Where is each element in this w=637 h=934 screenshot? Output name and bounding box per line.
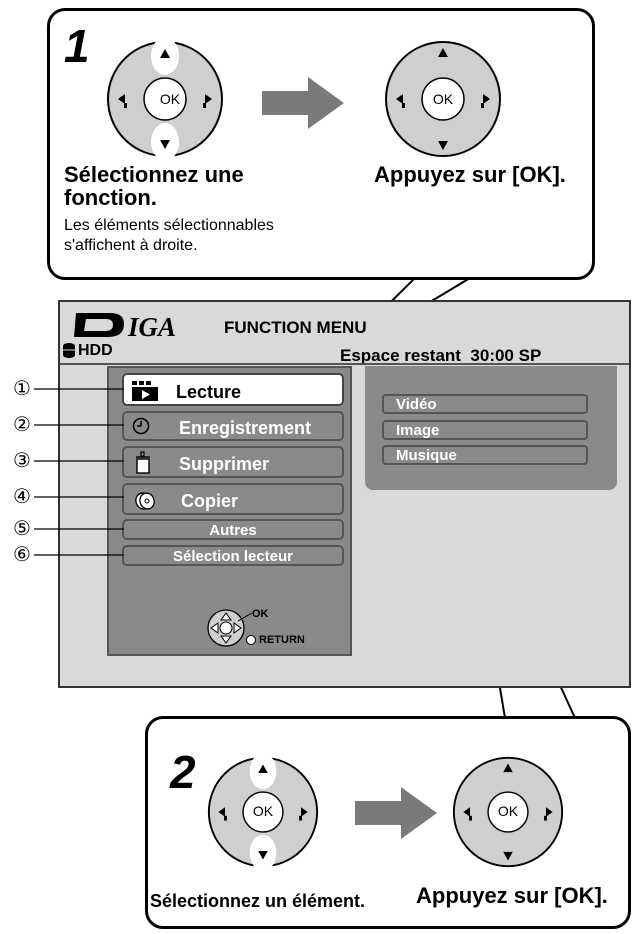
nav-ok-label: OK	[252, 608, 269, 620]
step1-press-ok: Appuyez sur [OK].	[374, 162, 566, 187]
dpad-ok-icon	[452, 756, 564, 868]
ok-label: OK	[252, 803, 274, 819]
remaining-label: Espace restant	[340, 346, 461, 365]
callout-number-5: ⑤	[11, 518, 33, 540]
step1-select-title: Sélectionnez une fonction.	[64, 162, 244, 211]
ok-label: OK	[159, 91, 181, 107]
callout-number-1: ①	[11, 378, 33, 400]
right-arrow-icon	[355, 787, 437, 839]
step1-select-desc: Les éléments sélectionnables s'affichent…	[64, 217, 274, 254]
remaining-space: Espace restant 30:00 SP	[340, 346, 541, 366]
callout-number-6: ⑥	[11, 544, 33, 566]
menu-item-label: Enregistrement	[179, 418, 312, 438]
menu-item-enregistrement[interactable]: Enregistrement	[122, 411, 344, 441]
menu-item-label: Sélection lecteur	[172, 548, 294, 565]
hdd-icon	[62, 342, 76, 358]
drive-label: HDD	[78, 342, 113, 359]
step2-number: 2	[170, 746, 196, 798]
dpad-up-down-icon	[107, 39, 223, 159]
menu-item-copier[interactable]: Copier	[122, 483, 344, 515]
return-circle-icon	[246, 635, 256, 645]
submenu-item-video[interactable]: Vidéo	[382, 394, 588, 414]
svg-text:IGA: IGA	[127, 312, 176, 340]
menu-item-label: Supprimer	[179, 454, 270, 474]
trash-icon	[134, 451, 152, 480]
nav-dpad-icon	[207, 609, 245, 647]
submenu-item-musique[interactable]: Musique	[382, 445, 588, 465]
diga-logo: IGA	[74, 312, 176, 340]
step1-number: 1	[64, 20, 90, 72]
ok-label: OK	[497, 803, 519, 819]
header-divider	[60, 363, 629, 365]
remaining-value: 30:00 SP	[470, 346, 542, 365]
menu-item-supprimer[interactable]: Supprimer	[122, 446, 344, 478]
callout-number-3: ③	[11, 450, 33, 472]
nav-ok-leader	[238, 612, 253, 622]
step2-callout: 2 OK OK Sélectionnez un élément. Appuyez…	[145, 716, 631, 929]
ok-label: OK	[432, 91, 454, 107]
nav-return-label: RETURN	[259, 634, 305, 646]
menu-item-label: Copier	[181, 491, 239, 511]
submenu-item-image[interactable]: Image	[382, 420, 588, 440]
menu-item-lecture[interactable]: Lecture	[122, 373, 344, 406]
step2-press-ok: Appuyez sur [OK].	[416, 883, 608, 908]
screen-title: FUNCTION MENU	[224, 318, 367, 337]
menu-item-selection-lecteur[interactable]: Sélection lecteur	[122, 545, 344, 566]
menu-item-autres[interactable]: Autres	[122, 519, 344, 540]
dpad-ok-icon	[385, 41, 501, 157]
playback-icon	[132, 381, 158, 406]
callout-number-2: ②	[11, 414, 33, 436]
step1-callout: 1 OK OK Sélectionnez une fonction. Les é…	[47, 8, 595, 280]
callout-number-4: ④	[11, 486, 33, 508]
clock-icon	[132, 417, 150, 440]
menu-item-label: Lecture	[176, 382, 242, 402]
menu-item-label: Autres	[209, 522, 257, 539]
right-arrow-icon	[262, 77, 344, 129]
copy-disc-icon	[134, 491, 156, 516]
step2-select-title: Sélectionnez un élément.	[150, 891, 366, 911]
dpad-up-down-icon	[207, 755, 319, 869]
